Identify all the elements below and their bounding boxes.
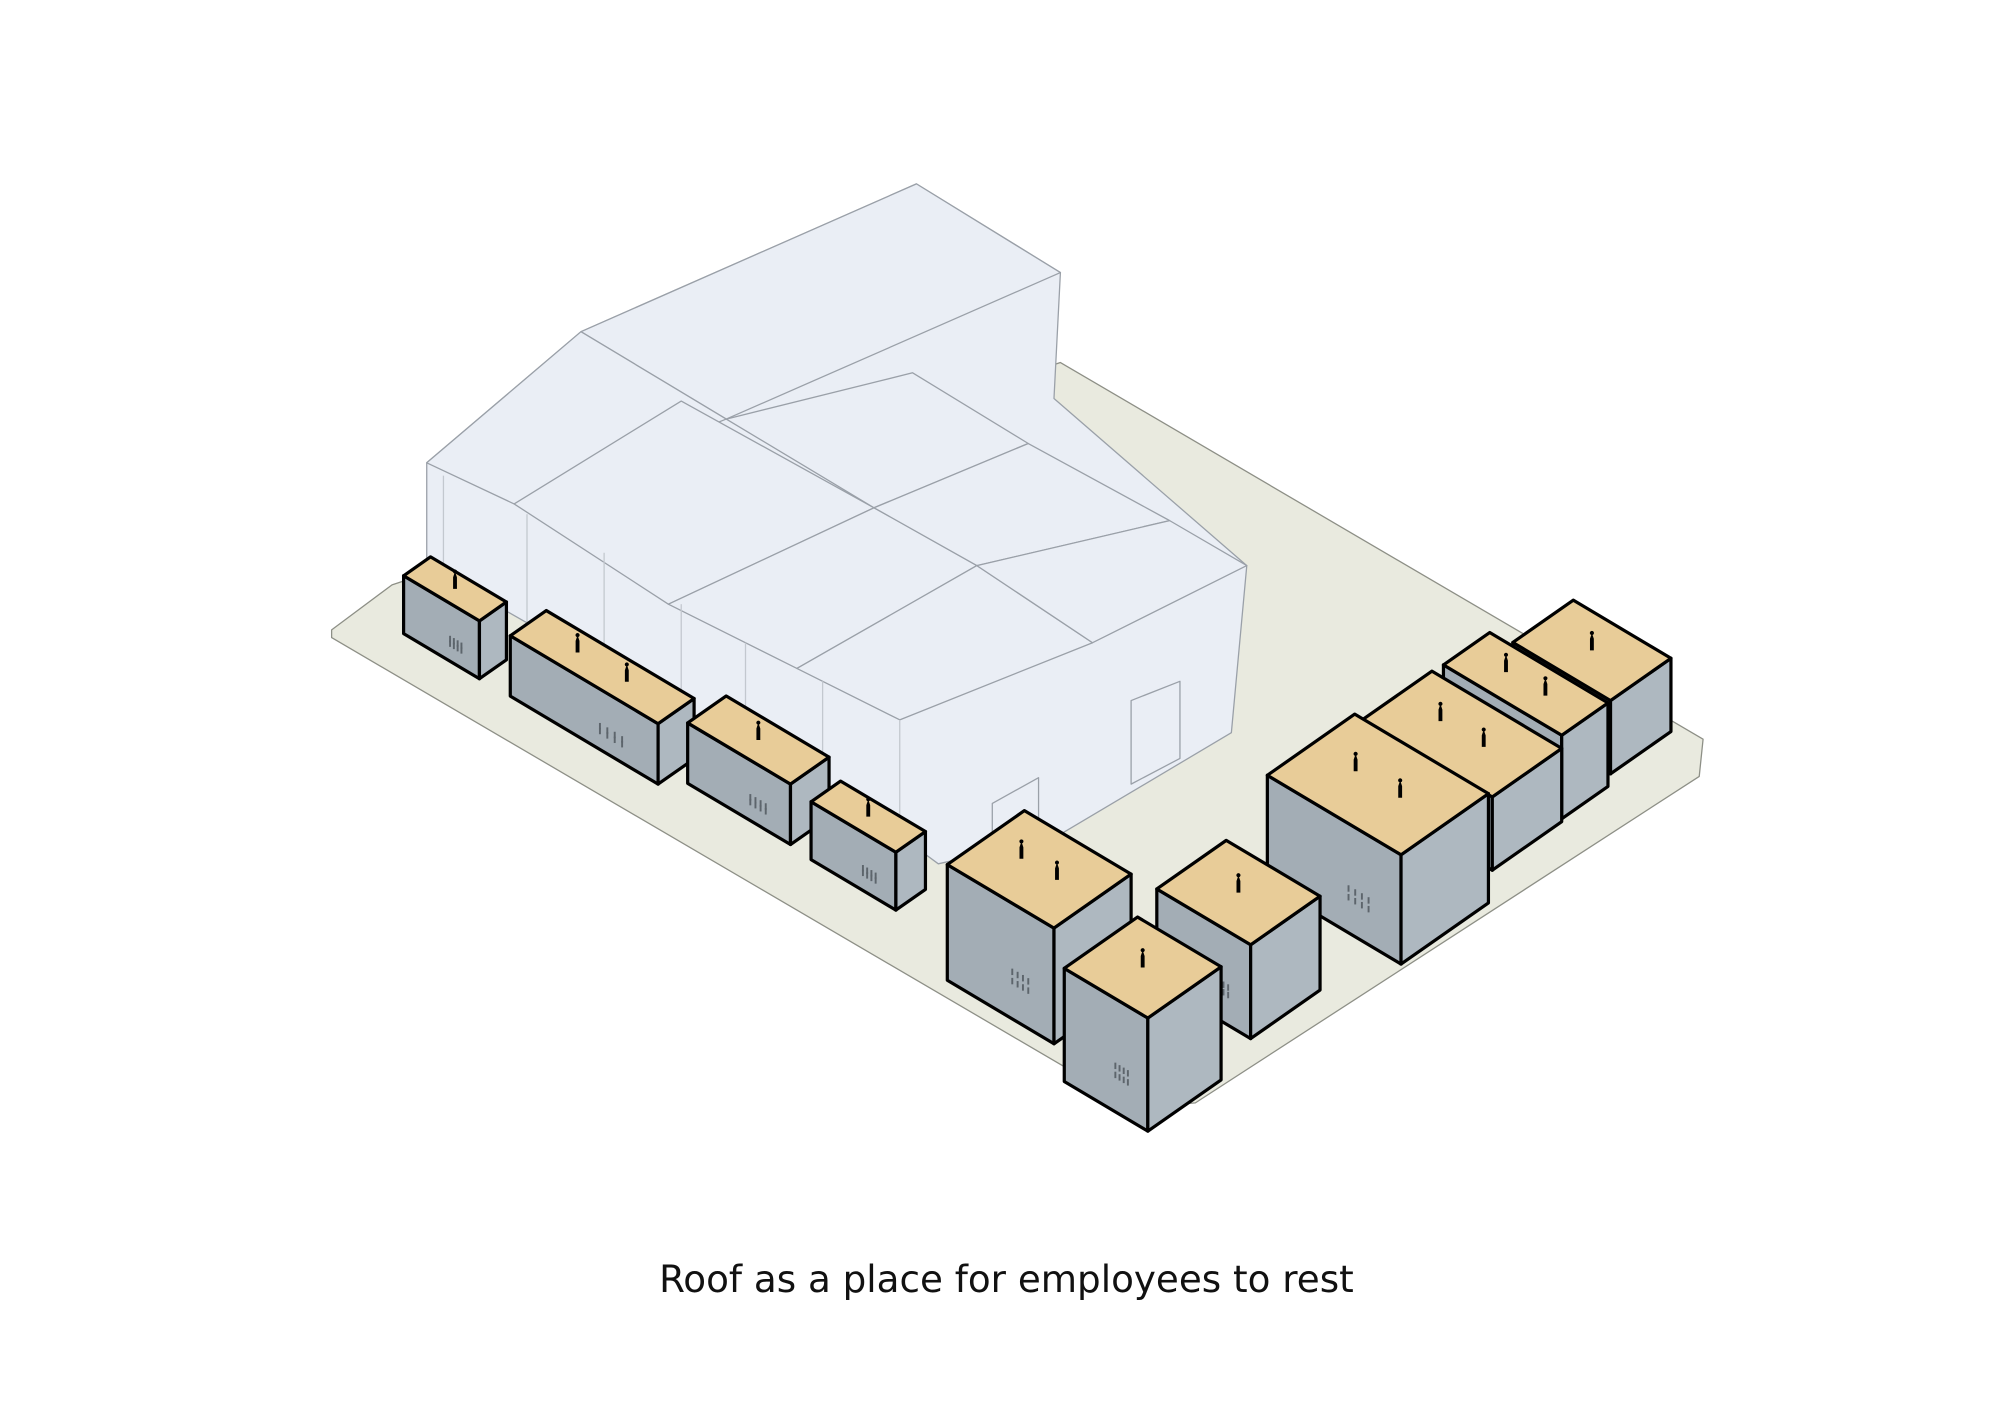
perforation [1021, 974, 1024, 982]
perforation [1347, 894, 1350, 901]
perforation [606, 732, 609, 739]
perforation [764, 808, 767, 815]
perforation [1011, 968, 1014, 976]
person-figure-icon [575, 633, 580, 653]
person-figure-icon [624, 662, 629, 682]
perforation [870, 874, 873, 882]
perforation [1222, 981, 1225, 988]
perforation [613, 731, 616, 739]
roof-deck [508, 608, 696, 726]
perforation [1347, 885, 1350, 892]
perforation [866, 867, 869, 874]
person-figure-icon [1481, 727, 1486, 747]
rooftop-boxes [401, 555, 1673, 1133]
perforation [749, 798, 752, 806]
roof-deck [945, 809, 1133, 930]
perforation [1354, 889, 1357, 896]
perforation [1126, 1070, 1129, 1077]
perforation [759, 805, 762, 812]
rooftop-box [1155, 838, 1322, 1041]
perforation [870, 870, 873, 877]
perforation [764, 803, 767, 810]
warehouse-door [1130, 680, 1181, 785]
rooftop-box [1265, 712, 1491, 966]
perforation [861, 865, 864, 872]
person-figure-icon [1438, 701, 1443, 722]
perforation [874, 872, 877, 880]
warehouse-roof-front-right [976, 519, 1248, 644]
person-figure-icon [756, 720, 761, 741]
person-figure-icon [1019, 839, 1024, 859]
roof-deck [1265, 712, 1491, 857]
perforation [456, 644, 459, 652]
perforation [621, 736, 624, 743]
rooftop-box [508, 608, 696, 786]
perforation [449, 635, 452, 643]
person-figure-icon [866, 797, 871, 817]
perforation [1122, 1067, 1125, 1075]
perforation [621, 740, 624, 748]
rooftop-box [401, 555, 509, 681]
perforation [1027, 987, 1030, 994]
person-figure-icon [452, 569, 458, 589]
person-figure-icon [1503, 652, 1509, 673]
perforation [1222, 989, 1225, 996]
perforation [1367, 905, 1370, 913]
perforation [754, 801, 757, 809]
perforation [759, 800, 762, 807]
perforation [1027, 978, 1030, 985]
perforation [1360, 901, 1363, 909]
perforation [460, 647, 463, 654]
person-figure-icon [1589, 630, 1594, 651]
perforation [598, 722, 601, 730]
perforation [874, 877, 877, 884]
perforation [449, 640, 452, 647]
person-figure-icon [1236, 873, 1241, 893]
diagram-caption: Roof as a place for employees to rest [659, 1257, 1354, 1301]
rooftop-box [945, 809, 1133, 1046]
perforation [452, 638, 455, 645]
person-figure-icon [1353, 751, 1358, 772]
perforation [1367, 897, 1370, 904]
person-figure-icon [1054, 860, 1060, 880]
perforation [1354, 897, 1357, 905]
perforation [754, 797, 757, 804]
perforation [1126, 1079, 1129, 1086]
perforation [1118, 1065, 1121, 1072]
existing-warehouse [426, 183, 1248, 865]
perforation [1016, 981, 1019, 988]
perforation [1227, 991, 1230, 999]
perforation [1227, 984, 1230, 991]
perforation [1360, 893, 1363, 900]
perforation [1011, 977, 1014, 985]
perforation [1118, 1074, 1121, 1081]
perforation [456, 640, 459, 647]
person-figure-icon [1543, 676, 1548, 696]
roof-deck [1441, 630, 1610, 737]
perforation [1122, 1076, 1125, 1084]
perforation [613, 736, 616, 744]
perforation [861, 869, 864, 877]
perforation [452, 642, 455, 650]
person-figure-icon [1398, 778, 1403, 798]
perforation [1021, 984, 1024, 991]
perforation [606, 727, 609, 734]
perforation [460, 642, 463, 649]
perforation [1016, 971, 1019, 979]
perforation [1114, 1071, 1117, 1079]
perforation [749, 794, 752, 801]
perforation [866, 872, 869, 879]
rooftop-box [809, 779, 928, 912]
rooftop-box [1062, 915, 1223, 1133]
perforation [1114, 1062, 1117, 1070]
perforation [598, 727, 601, 735]
person-figure-icon [1140, 948, 1145, 968]
